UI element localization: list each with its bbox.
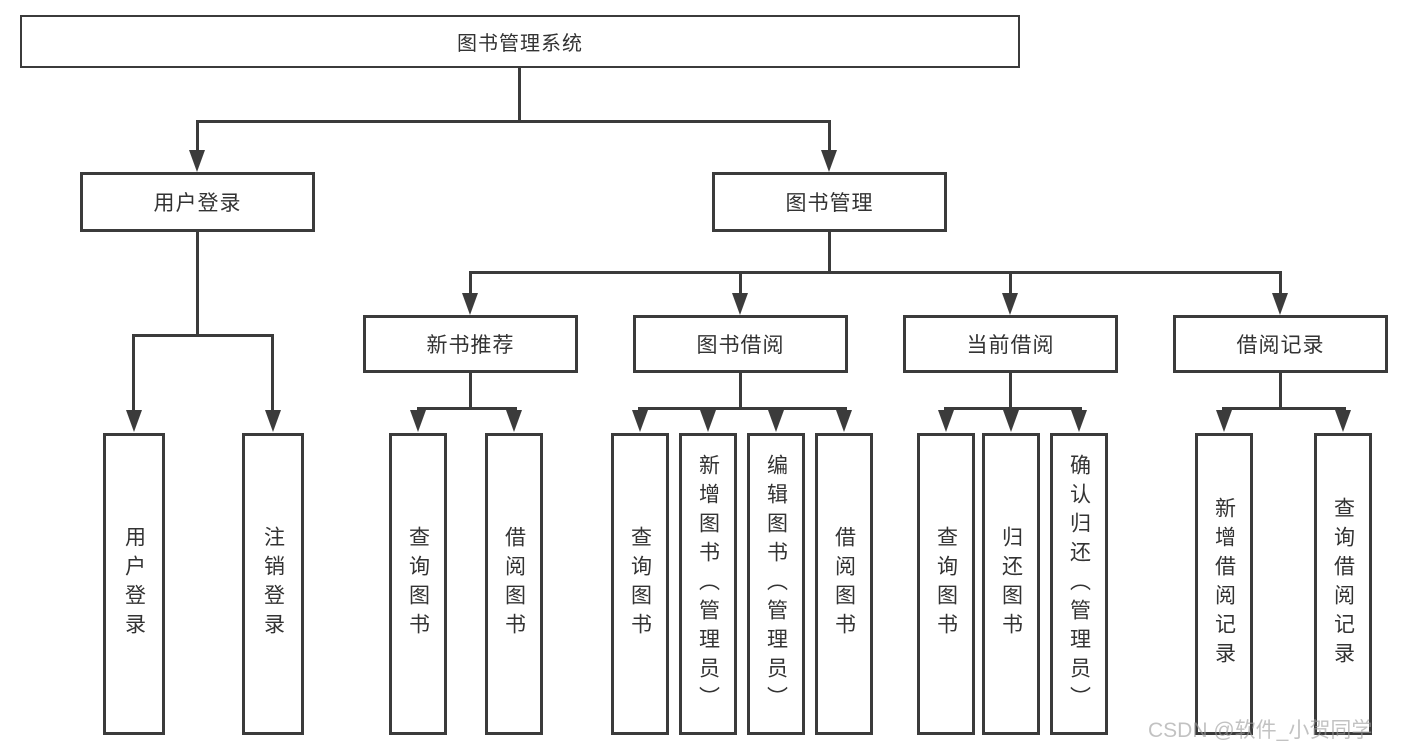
node-new-book-recommend-label: 新书推荐 [426,334,515,357]
leaf-borrow-books-borrowing-label: 借阅图书 [832,526,856,642]
connector-user-login-rail [132,334,274,337]
connector-drop-leaf [132,334,135,411]
arrow-down-icon [410,410,426,432]
node-current-borrowing: 当前借阅 [903,315,1118,373]
connector-drop-module [739,271,742,295]
node-user-login-label: 用户登录 [153,192,242,215]
leaf-query-books-recommend-label: 查询图书 [406,526,430,642]
leaf-query-books-borrowing: 查询图书 [611,433,669,735]
leaf-query-books-current-label: 查询图书 [934,526,958,642]
connector-level3-rail [469,271,1282,274]
leaf-borrow-books-recommend-label: 借阅图书 [502,526,526,642]
arrow-down-icon [632,410,648,432]
leaf-logout: 注销登录 [242,433,304,735]
connector-module-stem [1009,373,1012,410]
connector-book-mgmt-stem [828,232,831,274]
node-root: 图书管理系统 [20,15,1020,68]
node-book-mgmt-label: 图书管理 [785,192,874,215]
leaf-return-books-label: 归还图书 [999,526,1023,642]
arrow-down-icon [1071,410,1087,432]
node-book-borrowing: 图书借阅 [633,315,848,373]
leaf-add-books-admin-label: 新增图书（管理员） [696,453,720,715]
connector-drop-book-mgmt [828,120,831,152]
connector-drop-module [469,271,472,295]
arrow-down-icon [700,410,716,432]
arrow-down-icon [265,410,281,432]
arrow-down-icon [462,293,478,315]
arrow-down-icon [938,410,954,432]
arrow-down-icon [836,410,852,432]
watermark-text: CSDN @软件_小贺同学 [1148,719,1373,742]
connector-leaf-rail [638,407,847,410]
leaf-return-books: 归还图书 [982,433,1040,735]
leaf-query-borrow-record-label: 查询借阅记录 [1331,497,1355,671]
node-book-mgmt: 图书管理 [712,172,947,232]
leaf-add-books-admin: 新增图书（管理员） [679,433,737,735]
arrow-down-icon [1002,293,1018,315]
connector-module-stem [1279,373,1282,410]
arrow-down-icon [1216,410,1232,432]
arrow-down-icon [1272,293,1288,315]
leaf-query-books-recommend: 查询图书 [389,433,447,735]
leaf-confirm-return-admin: 确认归还（管理员） [1050,433,1108,735]
leaf-add-borrow-record-label: 新增借阅记录 [1212,497,1236,671]
node-book-borrowing-label: 图书借阅 [696,334,785,357]
connector-module-stem [739,373,742,410]
node-borrowing-records-label: 借阅记录 [1236,334,1325,357]
leaf-borrow-books-borrowing: 借阅图书 [815,433,873,735]
leaf-edit-books-admin-label: 编辑图书（管理员） [764,453,788,715]
connector-drop-module [1279,271,1282,295]
arrow-down-icon [732,293,748,315]
leaf-edit-books-admin: 编辑图书（管理员） [747,433,805,735]
connector-user-login-stem [196,232,199,337]
leaf-add-borrow-record: 新增借阅记录 [1195,433,1253,735]
connector-drop-leaf [271,334,274,411]
leaf-logout-label: 注销登录 [261,526,285,642]
leaf-user-login-label: 用户登录 [122,526,146,642]
leaf-query-borrow-record: 查询借阅记录 [1314,433,1372,735]
arrow-down-icon [1003,410,1019,432]
connector-drop-user-login [196,120,199,152]
connector-root-stem [518,68,521,122]
node-borrowing-records: 借阅记录 [1173,315,1388,373]
arrow-down-icon [768,410,784,432]
connector-level2-rail [196,120,831,123]
connector-leaf-rail [417,407,517,410]
connector-leaf-rail [944,407,1082,410]
connector-drop-module [1009,271,1012,295]
leaf-query-books-current: 查询图书 [917,433,975,735]
arrow-down-icon [506,410,522,432]
arrow-down-icon [1335,410,1351,432]
connector-leaf-rail [1222,407,1346,410]
node-user-login: 用户登录 [80,172,315,232]
leaf-query-books-borrowing-label: 查询图书 [628,526,652,642]
leaf-user-login: 用户登录 [103,433,165,735]
arrow-down-icon [821,150,837,172]
leaf-borrow-books-recommend: 借阅图书 [485,433,543,735]
connector-module-stem [469,373,472,410]
leaf-confirm-return-admin-label: 确认归还（管理员） [1067,453,1091,715]
node-new-book-recommend: 新书推荐 [363,315,578,373]
node-current-borrowing-label: 当前借阅 [966,334,1055,357]
arrow-down-icon [189,150,205,172]
node-root-label: 图书管理系统 [457,33,583,55]
arrow-down-icon [126,410,142,432]
